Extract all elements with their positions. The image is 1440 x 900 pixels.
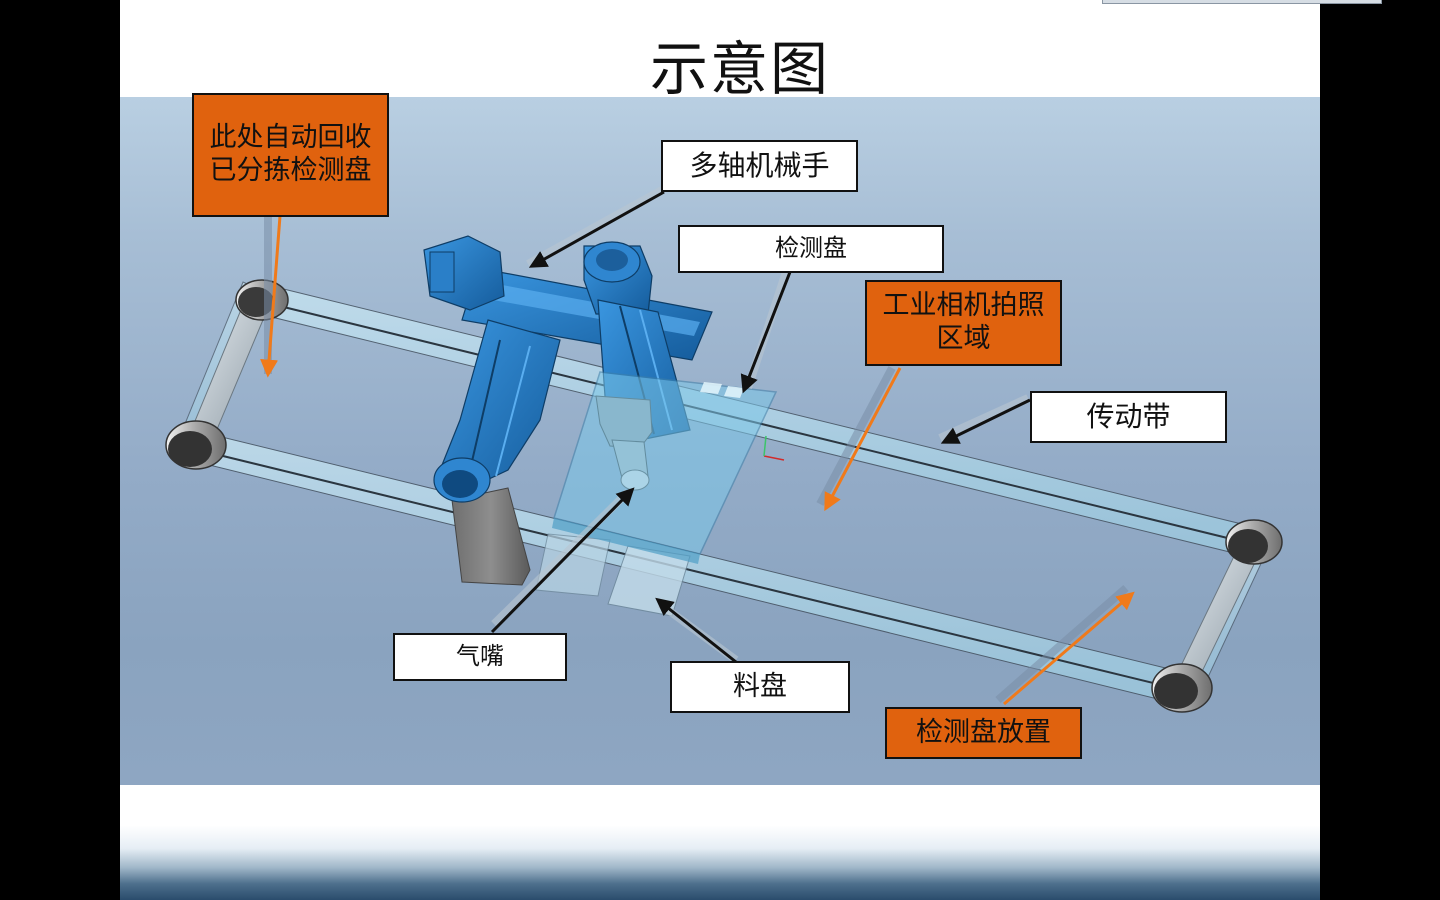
- pulley-front-left: [165, 420, 227, 470]
- pulley-front-right: [1151, 663, 1213, 713]
- callout-camera-area: 工业相机拍照区域: [865, 280, 1062, 366]
- callout-material-tray: 料盘: [670, 661, 850, 713]
- callout-tray-placement: 检测盘放置: [885, 707, 1082, 759]
- top-edge-bar: [1102, 0, 1382, 4]
- callout-multi-axis-robot: 多轴机械手: [661, 140, 858, 192]
- robot-support-post: [451, 487, 531, 586]
- callout-conveyor-belt: 传动带: [1030, 391, 1227, 443]
- callout-test-tray: 检测盘: [678, 225, 944, 273]
- slide-title: 示意图: [649, 35, 830, 103]
- pointer-arrows-black: [490, 186, 1031, 664]
- pulley-back-left: [235, 279, 289, 321]
- callout-air-nozzle: 气嘴: [393, 633, 567, 681]
- callout-auto-recycle: 此处自动回收已分拣检测盘: [192, 93, 389, 217]
- pointer-arrows-orange: [260, 214, 1135, 706]
- pulley-back-right: [1225, 519, 1283, 565]
- bottom-decoration-band: [120, 785, 1320, 900]
